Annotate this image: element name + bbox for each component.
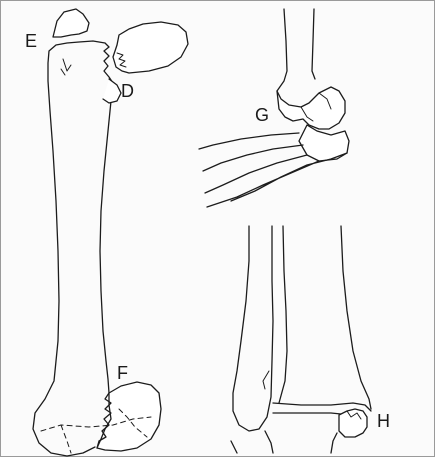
- ankle: [231, 226, 371, 453]
- femur: [33, 9, 188, 456]
- label-h: H: [377, 411, 390, 431]
- fragment-d: [103, 79, 121, 103]
- femoral-head: [113, 22, 188, 73]
- label-d: D: [121, 81, 134, 101]
- tibia: [279, 226, 371, 409]
- label-f: F: [117, 363, 128, 383]
- label-e: E: [25, 31, 37, 51]
- fragment-e: [53, 9, 89, 37]
- humerus: [277, 9, 287, 91]
- label-g: G: [255, 105, 269, 125]
- fragment-h: [339, 409, 367, 437]
- elbow: [199, 9, 349, 207]
- femur-shaft: [33, 41, 113, 456]
- fibula: [233, 226, 273, 431]
